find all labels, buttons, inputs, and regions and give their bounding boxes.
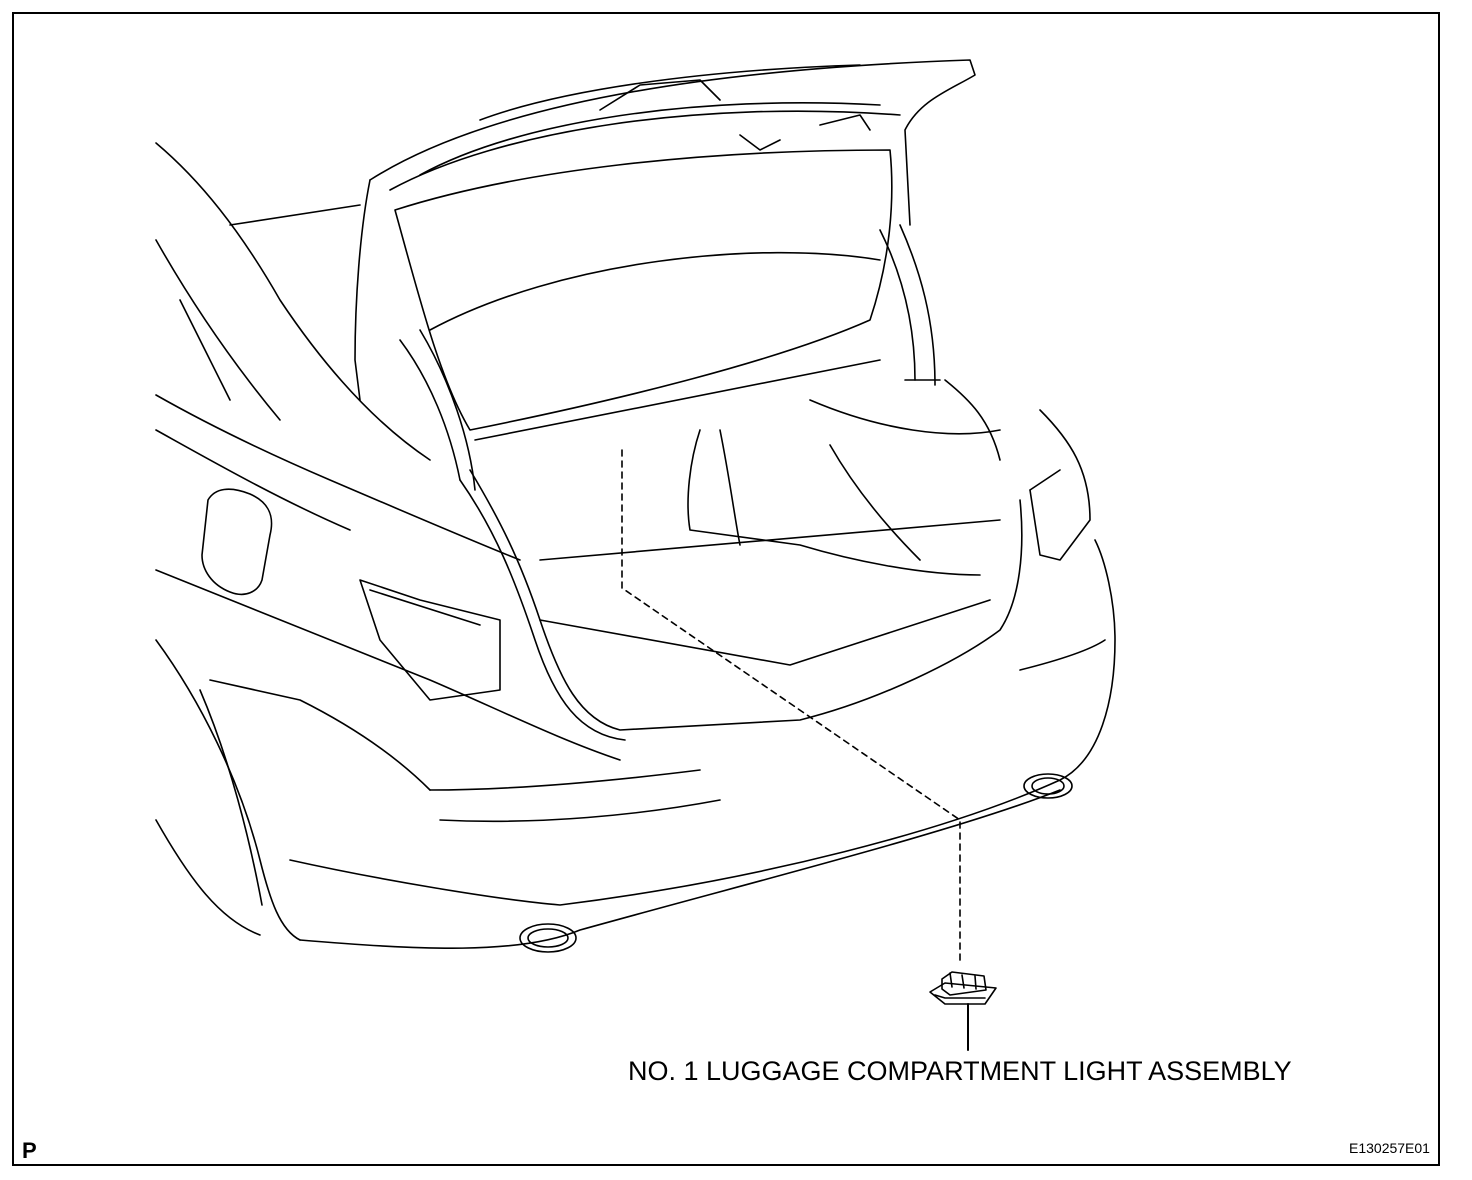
- diagram-frame: [12, 12, 1440, 1166]
- trunk-lid: [354, 59, 1001, 576]
- light-assembly-part: [929, 971, 997, 1051]
- figure-id: E130257E01: [1349, 1140, 1430, 1156]
- leader-line: [621, 449, 961, 966]
- part-callout-label: NO. 1 LUGGAGE COMPARTMENT LIGHT ASSEMBLY: [628, 1056, 1292, 1086]
- corner-mark: P: [22, 1138, 37, 1163]
- car-body: [155, 142, 1116, 953]
